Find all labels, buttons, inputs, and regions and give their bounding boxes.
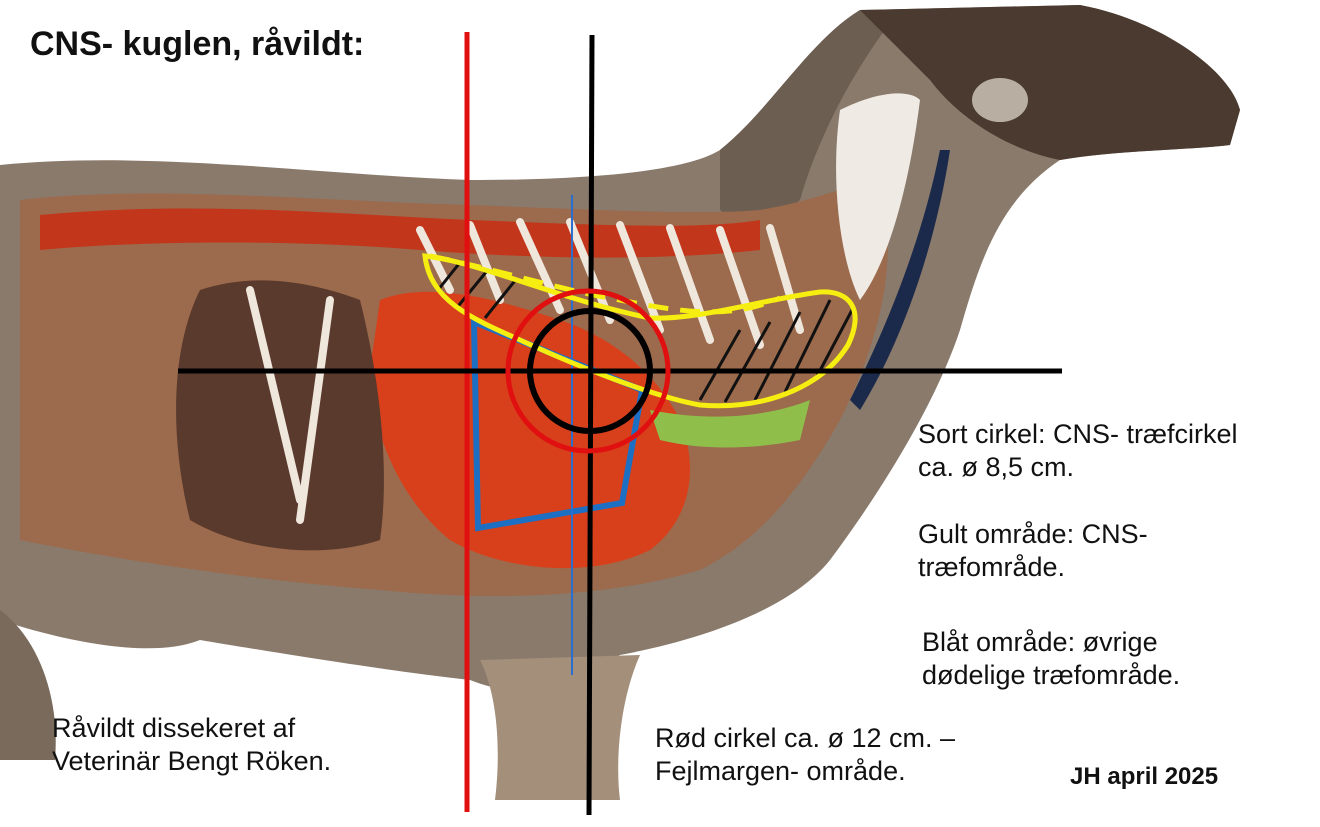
page-title: CNS- kuglen, råvildt: (30, 25, 365, 63)
neck-hide (720, 10, 900, 224)
black-circle (527, 308, 653, 434)
liver-area (370, 291, 690, 569)
red-circle (505, 288, 671, 454)
windpipe (850, 150, 950, 410)
leg (480, 655, 640, 800)
legend-yellow-area-line1: Gult område: CNS- (918, 519, 1148, 549)
legend-black-circle: Sort cirkel: CNS- træfcirkel ca. ø 8,5 c… (918, 418, 1238, 484)
dissected-interior (20, 93, 950, 596)
white-fascia (836, 93, 920, 300)
legend-red-circle-line2: Fejlmargen- område. (655, 755, 906, 786)
green-tissue (650, 400, 810, 448)
yellow-area (422, 253, 858, 409)
legend-black-circle-line2: ca. ø 8,5 cm. (918, 451, 1075, 482)
credit-text: Råvildt dissekeret af Veterinär Bengt Rö… (52, 712, 331, 778)
legend-yellow-area-line2: træfområde. (918, 551, 1066, 582)
ribs (246, 218, 804, 524)
credit-line1: Råvildt dissekeret af (52, 713, 296, 743)
legend-blue-area: Blåt område: øvrige dødelige træfområde. (922, 626, 1180, 692)
head (860, 5, 1240, 160)
black-vertical-line (586, 34, 595, 816)
legend-blue-area-line1: Blåt område: øvrige (922, 627, 1158, 657)
legend-blue-area-line2: dødelige træfområde. (922, 659, 1181, 690)
legend-yellow-area: Gult område: CNS- træfområde. (918, 518, 1148, 584)
ear (972, 78, 1028, 122)
rear-leg (0, 610, 56, 760)
signature: JH april 2025 (1070, 763, 1219, 790)
legend-red-circle-line1: Rød cirkel ca. ø 12 cm. – (655, 723, 956, 753)
legend-red-circle: Rød cirkel ca. ø 12 cm. – Fejlmargen- om… (655, 722, 955, 788)
legend-black-circle-line1: Sort cirkel: CNS- træfcirkel (918, 419, 1238, 449)
credit-line2: Veterinär Bengt Röken. (52, 745, 332, 776)
